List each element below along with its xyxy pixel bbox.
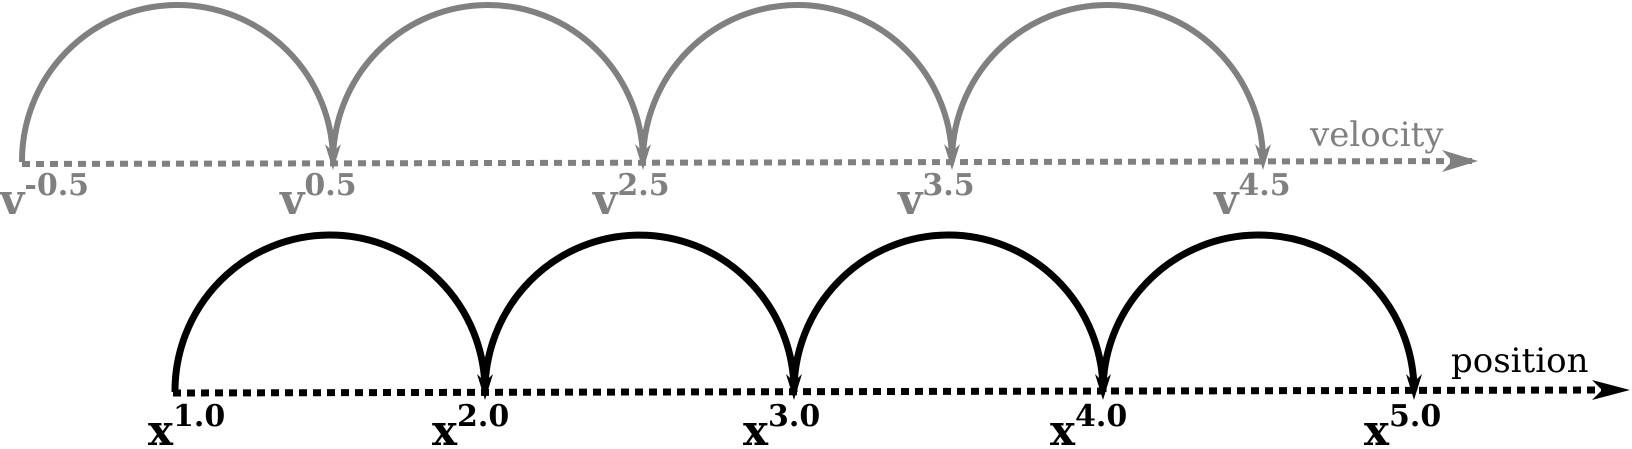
node-label: x2.0	[432, 399, 509, 449]
node-label: x1.0	[148, 399, 225, 449]
velocity-arcs	[18, 2, 1271, 170]
node-label: x3.0	[743, 399, 820, 449]
velocity-labels: v-0.5 v0.5 v2.5 v3.5 v4.5	[0, 168, 1291, 224]
arc-arrowhead	[1255, 144, 1271, 170]
velocity-row: velocity v-0.5 v0.5 v2.5 v3.5 v4.5	[0, 2, 1478, 224]
position-labels: x1.0 x2.0 x3.0 x4.0 x5.0	[148, 399, 1441, 449]
position-axis-arrowhead	[1592, 380, 1630, 400]
jump-arc	[1099, 231, 1418, 393]
jump-arc	[948, 2, 1266, 163]
velocity-axis-arrowhead	[1442, 150, 1478, 172]
node-label: v3.5	[897, 168, 975, 224]
position-axis	[172, 386, 1606, 397]
jump-arc	[639, 2, 955, 163]
jump-arc	[481, 231, 798, 393]
node-label: v4.5	[1213, 168, 1291, 224]
node-label: x5.0	[1364, 399, 1441, 449]
node-label: v0.5	[279, 168, 357, 224]
position-arcs	[171, 231, 1422, 400]
node-label: v-0.5	[0, 168, 89, 224]
position-axis-label: position	[1451, 341, 1588, 381]
node-label: v2.5	[592, 168, 670, 224]
jump-arc	[329, 2, 646, 163]
velocity-axis-label: velocity	[1309, 115, 1444, 155]
velocity-axis	[21, 158, 1476, 167]
node-label: x4.0	[1050, 399, 1127, 449]
position-row: position x1.0 x2.0 x3.0 x4.0 x5.0	[148, 231, 1630, 449]
jump-arc	[171, 231, 489, 393]
jump-arc	[18, 2, 336, 163]
arc-arrowhead	[1406, 374, 1422, 400]
jump-arc	[790, 231, 1107, 393]
